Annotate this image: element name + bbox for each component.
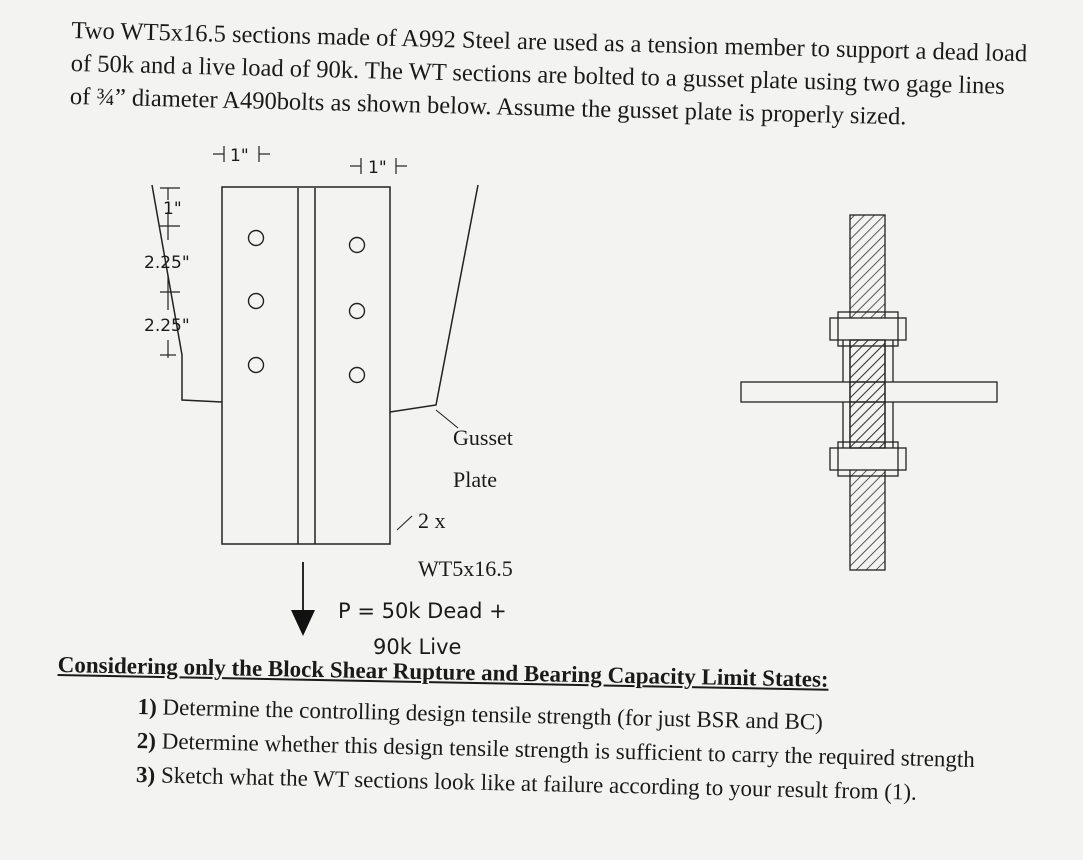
- bolt-hole: [348, 236, 366, 254]
- label-leaders: [396, 409, 459, 531]
- gusset-label-line-2: Plate: [453, 467, 497, 492]
- bolt-hole: [348, 366, 366, 384]
- dim-pitch-2: 2.25": [144, 316, 190, 336]
- cross-section-view: [740, 214, 998, 571]
- bolt-hole: [247, 229, 265, 247]
- wt-member-outline: [221, 186, 391, 545]
- bolt-hole: [247, 292, 265, 310]
- edge-distance-dims: [213, 146, 407, 174]
- gusset-label-line-1: Gusset: [453, 425, 513, 450]
- bolt-holes: [247, 229, 366, 384]
- pitch-dims: [160, 187, 180, 358]
- load-arrow: [291, 562, 315, 636]
- bolt-hole: [247, 356, 265, 374]
- dim-pitch-1: 2.25": [144, 253, 190, 273]
- dim-end: 1": [163, 199, 182, 219]
- member-label-line-1: 2 x: [418, 508, 446, 533]
- bolt-hole: [348, 302, 366, 320]
- load-label-line-1: P = 50k Dead +: [338, 599, 507, 623]
- gusset-plate-outline: [151, 184, 479, 413]
- dim-edge-right: 1": [368, 158, 387, 178]
- member-label-line-2: WT5x16.5: [418, 556, 513, 581]
- load-label-line-2: 90k Live: [373, 635, 461, 659]
- dim-edge-left: 1": [230, 146, 249, 166]
- questions-list: 1) Determine the controlling design tens…: [136, 690, 1078, 813]
